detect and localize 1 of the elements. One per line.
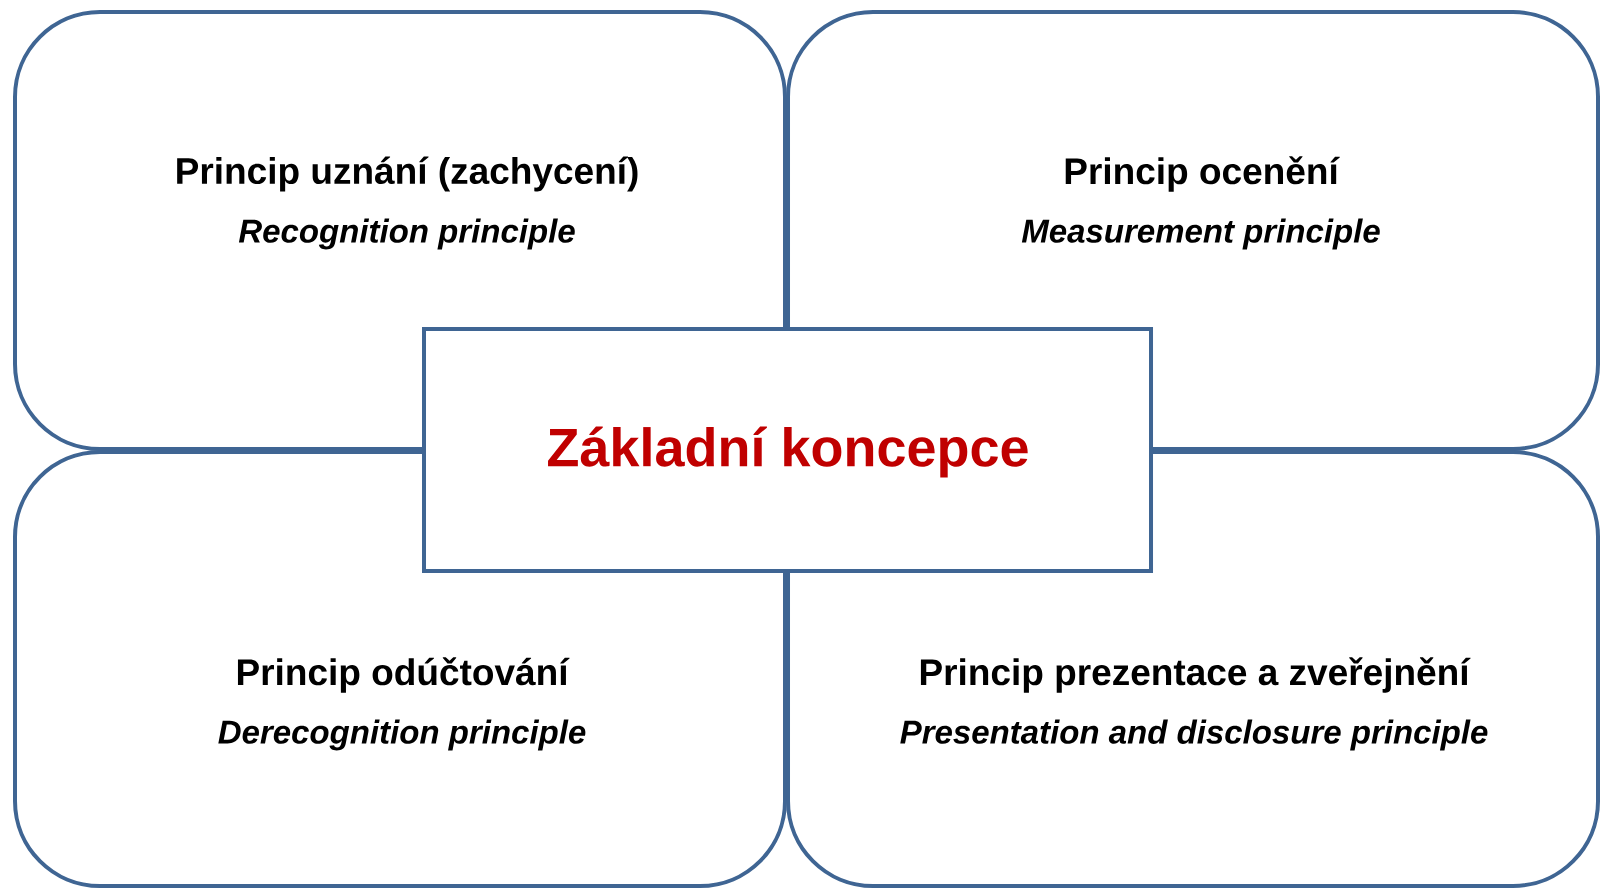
concept-box: Základní koncepce <box>422 327 1153 573</box>
